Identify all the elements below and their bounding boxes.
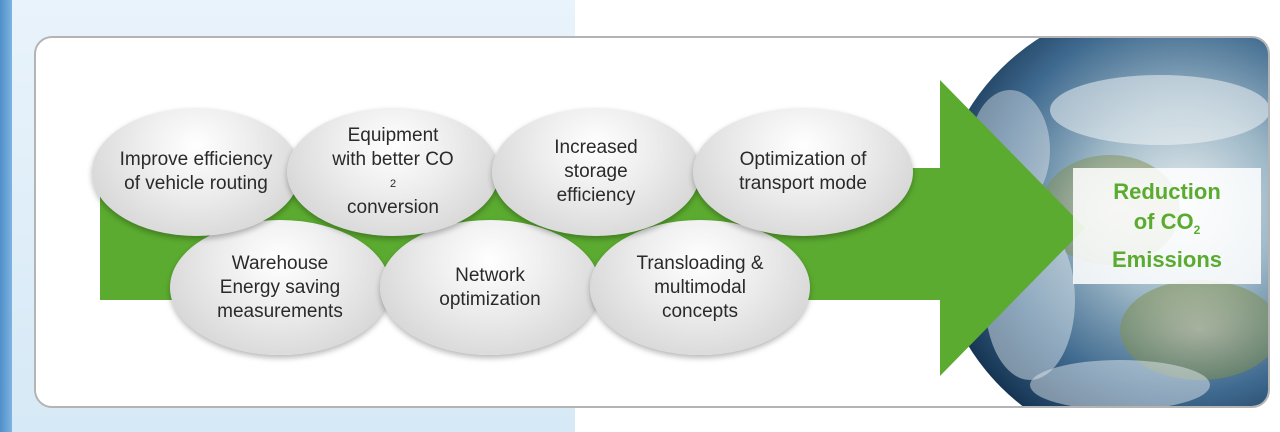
oval-line: concepts bbox=[661, 300, 739, 322]
result-subscript: 2 bbox=[1193, 223, 1201, 237]
oval-transloading: Transloading & multimodal concepts bbox=[590, 220, 810, 355]
oval-line: multimodal bbox=[654, 276, 746, 298]
oval-line: Network bbox=[455, 264, 525, 286]
oval-transport-mode: Optimization of transport mode bbox=[693, 108, 913, 236]
oval-line: storage bbox=[564, 161, 628, 182]
oval-equipment-co2: Equipment with better CO 2 conversion bbox=[287, 108, 499, 236]
oval-line: Warehouse bbox=[231, 252, 329, 274]
oval-line: efficiency bbox=[556, 185, 636, 206]
oval-line: optimization bbox=[439, 288, 541, 310]
oval-line: with better CO bbox=[332, 149, 454, 170]
oval-storage-efficiency: Increased storage efficiency bbox=[492, 108, 700, 236]
oval-line: transport mode bbox=[739, 173, 867, 194]
oval-warehouse-energy: Warehouse Energy saving measurements bbox=[170, 220, 390, 355]
oval-subscript: 2 bbox=[389, 178, 397, 190]
result-line-3: Emissions bbox=[1111, 247, 1223, 272]
oval-line: Optimization of bbox=[739, 149, 867, 170]
oval-line: measurements bbox=[217, 300, 343, 322]
oval-line: conversion bbox=[347, 197, 439, 218]
oval-line: Equipment bbox=[347, 125, 439, 146]
oval-vehicle-routing: Improve efficiency of vehicle routing bbox=[92, 108, 300, 236]
result-label: Reduction of CO2 Emissions bbox=[1073, 168, 1261, 284]
oval-line: Energy saving bbox=[219, 276, 341, 298]
oval-line: Increased bbox=[554, 137, 638, 158]
oval-line: Improve efficiency bbox=[119, 149, 273, 170]
background-stripe bbox=[0, 0, 12, 432]
result-line-1: Reduction bbox=[1113, 179, 1221, 204]
result-line-2: of CO bbox=[1133, 209, 1194, 234]
oval-line: Transloading & bbox=[636, 252, 764, 274]
oval-line: of vehicle routing bbox=[124, 173, 268, 194]
oval-network-optimization: Network optimization bbox=[380, 220, 600, 355]
